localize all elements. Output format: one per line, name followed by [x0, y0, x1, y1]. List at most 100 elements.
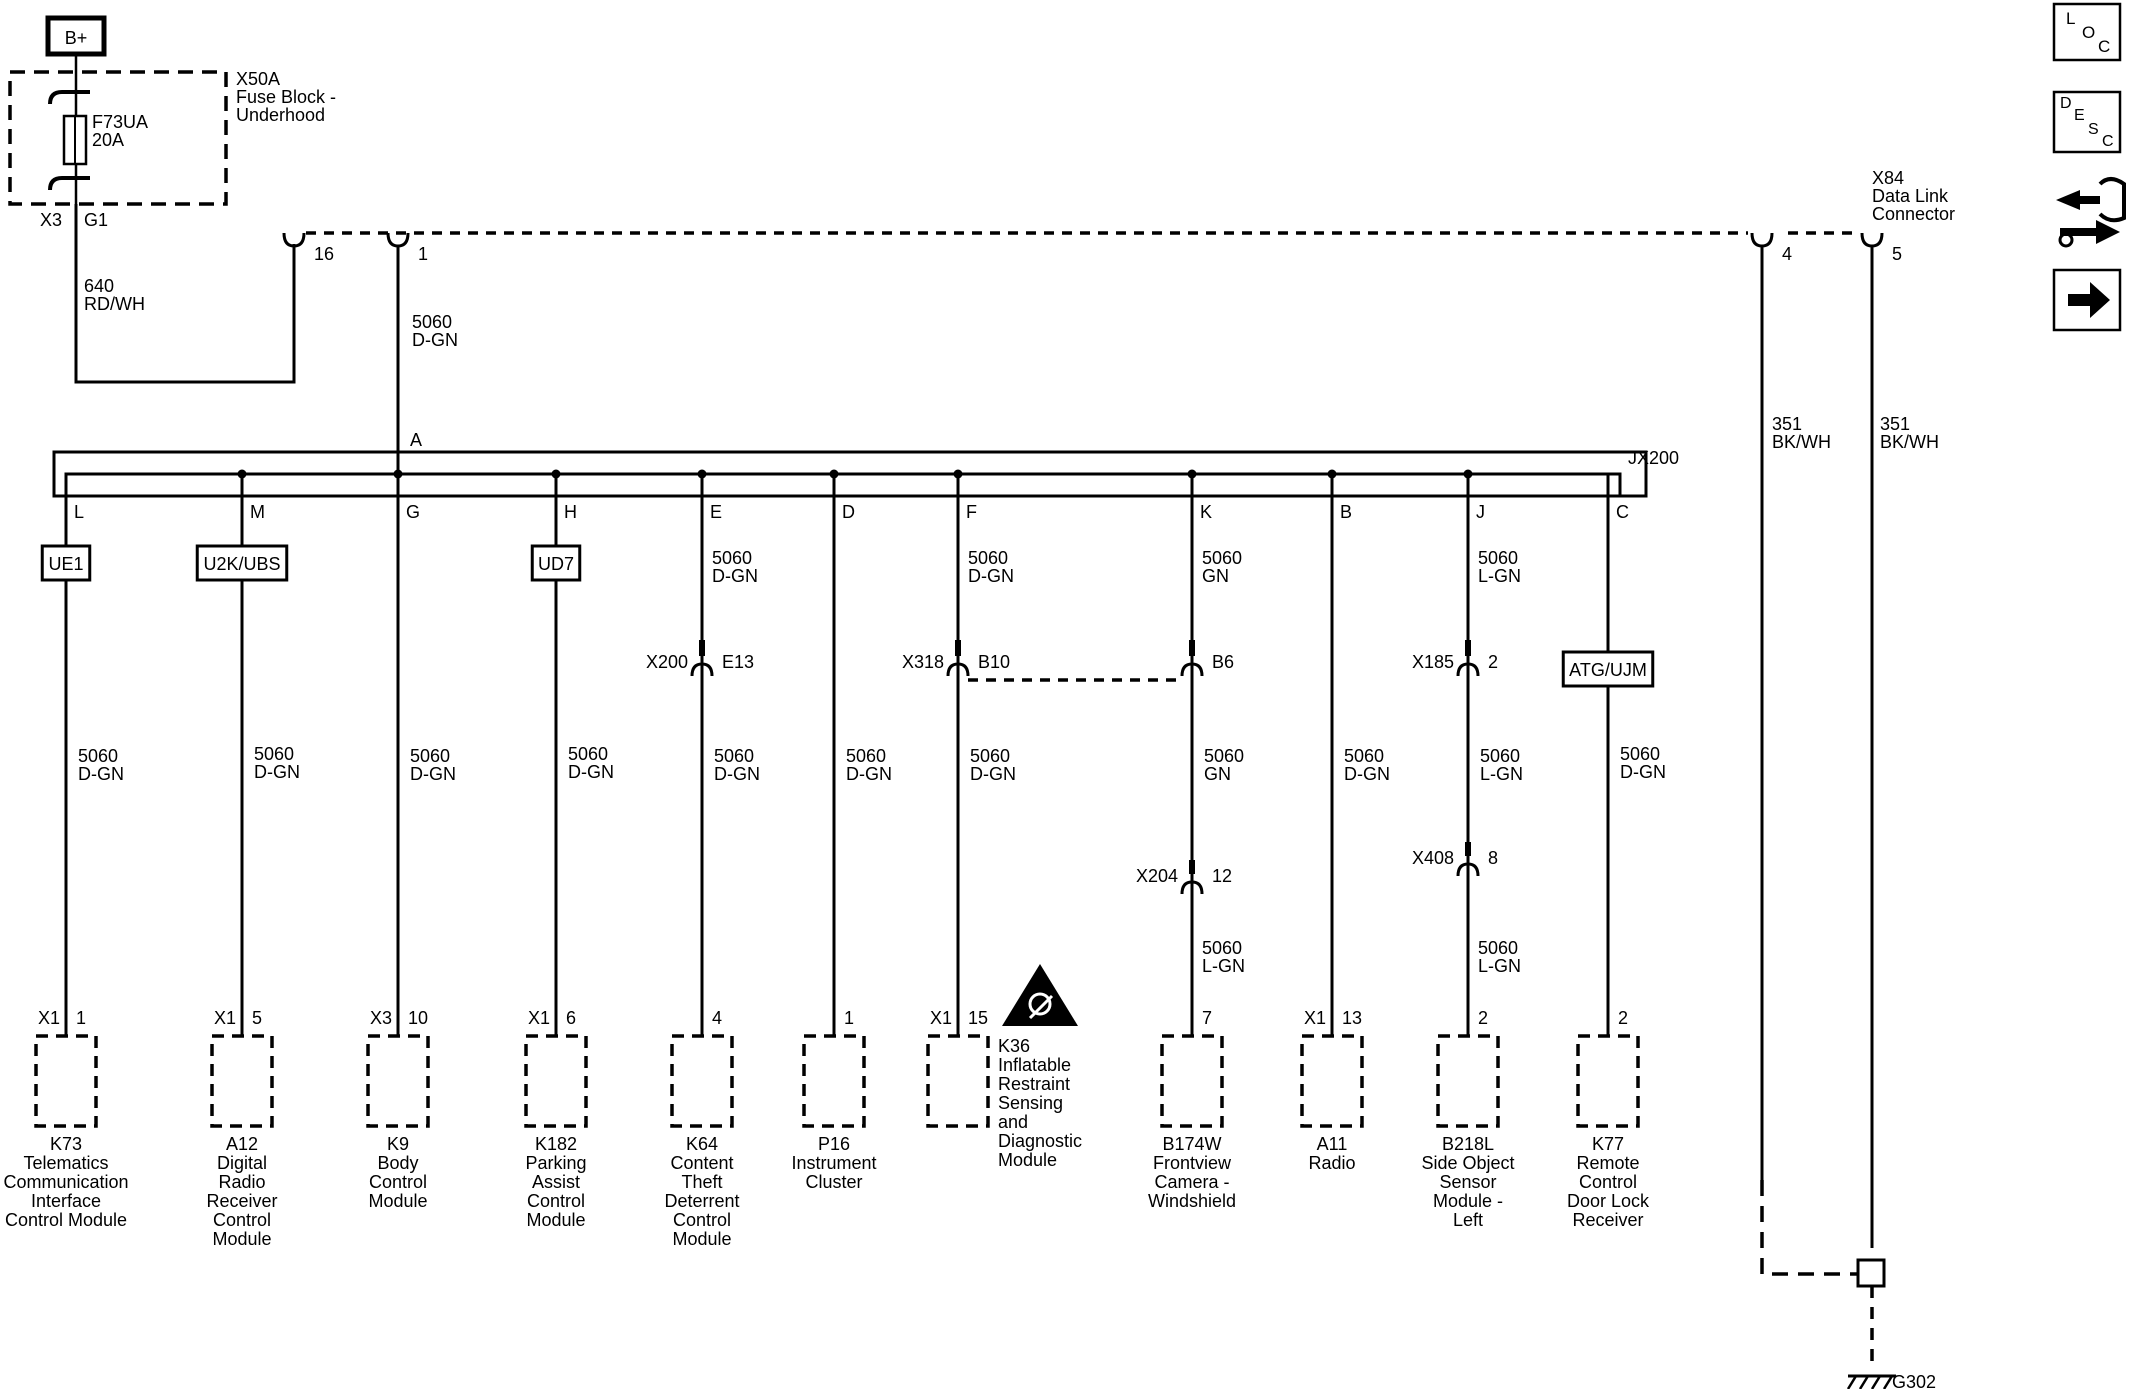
module-name-line: Control: [213, 1210, 271, 1230]
upper-wire-circuit: 5060: [1478, 548, 1518, 568]
wire-color: D-GN: [846, 764, 892, 784]
dlc-pin4-terminal: [1750, 232, 1774, 248]
dlc-pin-1: 1: [418, 244, 428, 264]
option-label: ATG/UJM: [1569, 660, 1647, 680]
wire-color: L-GN: [1480, 764, 1523, 784]
upper-wire-color: L-GN: [1478, 566, 1521, 586]
dlc-pin1-terminal: [386, 232, 410, 248]
inline-connector-2-male: [1465, 842, 1471, 856]
splice-pin-label: L: [74, 502, 84, 522]
module-name-line: Cluster: [805, 1172, 862, 1192]
splice-input-pin: A: [410, 430, 422, 450]
lower-wire-circuit: 5060: [1478, 938, 1518, 958]
splice-dot: [697, 469, 707, 479]
module-box: [1160, 1034, 1224, 1128]
module-name-line: Side Object: [1421, 1153, 1514, 1173]
inline-connector-male: [1465, 640, 1471, 656]
module-name-line: Control: [527, 1191, 585, 1211]
module-name-line: Digital: [217, 1153, 267, 1173]
inline-connector-male: [1189, 640, 1195, 656]
module-name-line: A11: [1317, 1134, 1348, 1154]
splice-pin-label: M: [250, 502, 265, 522]
module-name-line: Control: [673, 1210, 731, 1230]
dlc-pin16-terminal: [282, 232, 306, 248]
wire-color: D-GN: [970, 764, 1016, 784]
loc-letter-o: O: [2082, 23, 2095, 42]
inline-connector-2-pin: 8: [1488, 848, 1498, 868]
inline-connector-id: X200: [646, 652, 688, 672]
splice-dot: [953, 469, 963, 479]
splice-pack-id: JX200: [1628, 448, 1679, 468]
module-connector-id: X1: [930, 1008, 952, 1028]
inline-connector-2-male: [1189, 860, 1195, 874]
module-name-line: K64: [686, 1134, 718, 1154]
option-label: UD7: [538, 554, 574, 574]
dlc-pin-5: 5: [1892, 244, 1902, 264]
module-name-line: B174W: [1162, 1134, 1221, 1154]
splice-dot: [1327, 469, 1337, 479]
connector-end-view-icon[interactable]: [2056, 177, 2126, 248]
option-label: UE1: [48, 554, 83, 574]
inline-connector-male: [955, 640, 961, 656]
module-name-line: Module: [998, 1150, 1057, 1170]
module-name-line: Camera -: [1154, 1172, 1229, 1192]
desc-button[interactable]: D E S C: [2052, 90, 2122, 154]
ground-splice: [1856, 1258, 1886, 1288]
module-name-line: Assist: [532, 1172, 580, 1192]
module-name-line: Receiver: [1572, 1210, 1643, 1230]
module-name-line: Module: [672, 1229, 731, 1249]
module-name-line: Interface: [31, 1191, 101, 1211]
module-name-line: and: [998, 1112, 1028, 1132]
desc-letter-e: E: [2074, 107, 2085, 124]
main-wire: 5060 D-GN A: [396, 246, 458, 474]
module-name-line: K36: [998, 1036, 1030, 1056]
power-source-label: B+: [65, 28, 88, 48]
option-box: [40, 544, 92, 582]
loc-letter-c: C: [2098, 37, 2110, 56]
fuse-block: F73UA 20A X50A Fuse Block - Underhood X3…: [8, 69, 336, 230]
module-name-line: Diagnostic: [998, 1131, 1082, 1151]
module-name-line: Module: [212, 1229, 271, 1249]
splice-dot: [237, 469, 247, 479]
lower-wire-circuit: 5060: [1202, 938, 1242, 958]
module-name-line: Inflatable: [998, 1055, 1071, 1075]
splice-pin-label: K: [1200, 502, 1212, 522]
inline-connector-pin: B6: [1212, 652, 1234, 672]
module-name-line: Frontview: [1153, 1153, 1232, 1173]
splice-pin-label: D: [842, 502, 855, 522]
inline-connector-female: [946, 662, 970, 677]
inline-connector-2-pin: 12: [1212, 866, 1232, 886]
module-connector-pin: 13: [1342, 1008, 1362, 1028]
module-name-line: Radio: [218, 1172, 265, 1192]
splice-pin-label: G: [406, 502, 420, 522]
module-connector-pin: 6: [566, 1008, 576, 1028]
module-connector-pin: 4: [712, 1008, 722, 1028]
module-name-line: A12: [226, 1134, 258, 1154]
main-wire-color: D-GN: [412, 330, 458, 350]
ground-id: G302: [1892, 1372, 1936, 1389]
dlc-pin-16: 16: [314, 244, 334, 264]
module-name-line: K182: [535, 1134, 577, 1154]
fuse-terminal-top: [48, 90, 90, 105]
module-connector-pin: 1: [844, 1008, 854, 1028]
module-box: [670, 1034, 734, 1128]
inline-connector-male: [699, 640, 705, 656]
splice-pack: JX200: [52, 448, 1679, 498]
module-name-line: Instrument: [791, 1153, 876, 1173]
module-name-line: Sensing: [998, 1093, 1063, 1113]
module-box: [1436, 1034, 1500, 1128]
ground-circuits: 351 BK/WH 351 BK/WH G302: [1760, 246, 1939, 1389]
loc-button[interactable]: L O C: [2052, 2, 2122, 62]
wire-circuit: 5060: [1204, 746, 1244, 766]
module-box: [524, 1034, 588, 1128]
next-page-button[interactable]: [2052, 268, 2122, 332]
wire-color: D-GN: [410, 764, 456, 784]
module-name-line: Remote: [1576, 1153, 1639, 1173]
ground-symbol-icon: [1846, 1374, 1896, 1389]
